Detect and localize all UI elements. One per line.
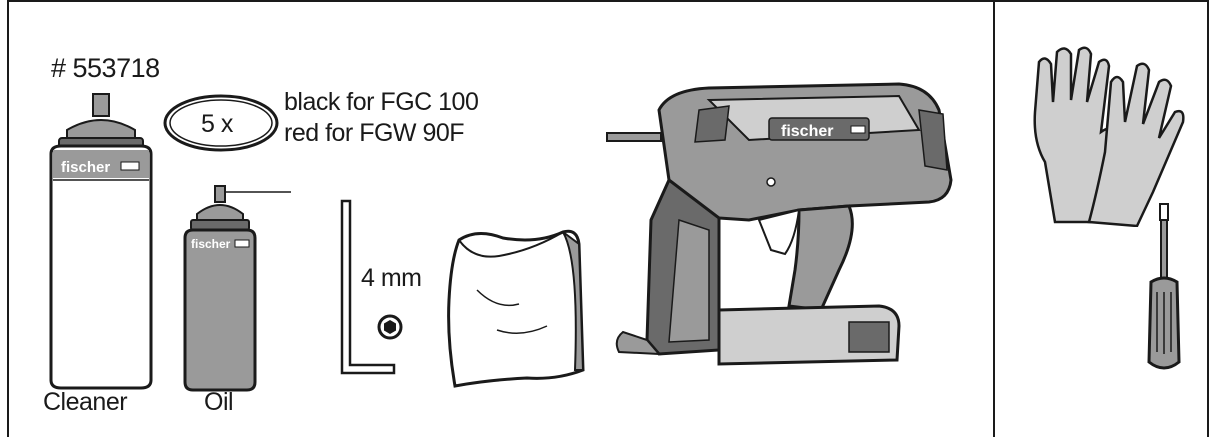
cleaner-label: Cleaner xyxy=(43,388,128,416)
o-ring-black-note: black for FGC 100 xyxy=(284,88,479,116)
cleaner-brand: fischer xyxy=(61,159,110,176)
o-ring-red-note: red for FGW 90F xyxy=(284,119,465,147)
cloth-bag-icon xyxy=(447,229,585,388)
oil-label: Oil xyxy=(204,388,234,416)
contents-panel: # 553718 fischer Cleaner fischer Oil xyxy=(7,0,995,437)
part-number: # 553718 xyxy=(51,53,160,83)
oil-brand: fischer xyxy=(191,237,231,251)
oil-can-icon: fischer xyxy=(183,185,291,392)
o-ring-icon xyxy=(163,94,279,152)
hex-key-size: 4 mm xyxy=(361,264,422,292)
hex-key-icon xyxy=(340,199,403,375)
gloves-icon xyxy=(1033,46,1185,227)
o-ring-quantity: 5 x xyxy=(201,110,233,138)
accessories-panel xyxy=(993,0,1209,437)
nailer-brand: fischer xyxy=(781,123,833,140)
gas-nailer-icon: fischer xyxy=(606,82,953,366)
screwdriver-icon xyxy=(1147,203,1181,370)
cleaner-can-icon: fischer xyxy=(49,93,153,390)
